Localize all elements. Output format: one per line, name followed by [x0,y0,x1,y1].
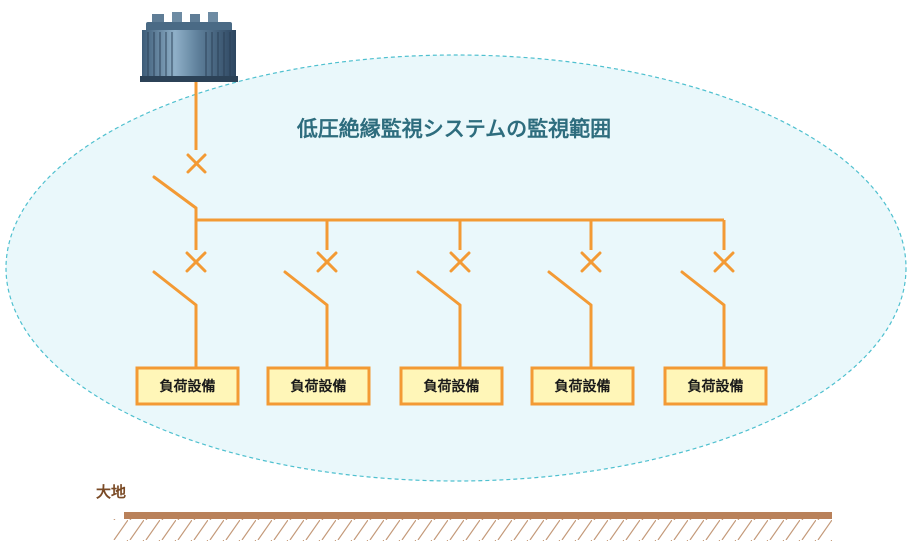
load-equipment-box: 負荷設備 [266,366,371,406]
load-equipment-label: 負荷設備 [688,378,744,395]
switch-icon [283,270,329,307]
breaker-x-icon [449,251,471,273]
main-feeder [152,82,207,220]
branch-5: 負荷設備 [663,220,768,406]
breaker-x-icon [713,251,735,273]
transformer-icon [140,12,238,82]
load-equipment-box: 負荷設備 [530,366,635,406]
main-breaker-x-icon [186,153,207,174]
switch-icon [547,270,593,307]
load-equipment-label: 負荷設備 [424,378,480,395]
branch-4: 負荷設備 [530,220,635,406]
ground: 大地 [96,483,832,541]
ground-bar [124,512,832,519]
load-equipment-label: 負荷設備 [291,378,347,395]
branch-circuits: 負荷設備 負荷設備 負荷設備 負荷設備 負荷設備 [135,220,768,406]
load-equipment-box: 負荷設備 [399,366,504,406]
switch-icon [680,270,726,307]
switch-icon [152,270,198,307]
branch-2: 負荷設備 [266,220,371,406]
zone-title: 低圧絶縁監視システムの監視範囲 [296,117,611,141]
load-equipment-label: 負荷設備 [555,378,611,395]
breaker-x-icon [316,251,338,273]
load-equipment-box: 負荷設備 [663,366,768,406]
switch-icon [416,270,462,307]
load-equipment-label: 負荷設備 [160,378,216,395]
breaker-x-icon [580,251,602,273]
ground-hatching [112,519,832,541]
branch-1: 負荷設備 [135,220,240,406]
load-equipment-box: 負荷設備 [135,366,240,406]
main-switch-icon [152,175,198,210]
ground-label: 大地 [96,483,126,501]
breaker-x-icon [185,251,207,273]
branch-3: 負荷設備 [399,220,504,406]
